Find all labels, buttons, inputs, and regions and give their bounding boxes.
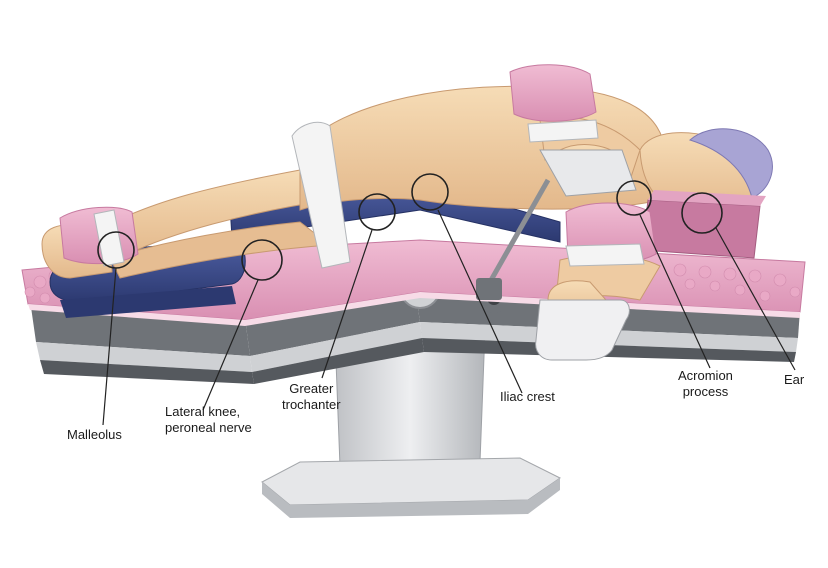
acromion-marker <box>616 180 652 216</box>
ear-pointer <box>715 227 796 371</box>
lateral-knee-pointer <box>202 279 259 411</box>
label-malleolus: Malleolus <box>67 427 122 442</box>
pointer-lines <box>102 209 796 426</box>
acromion-pointer <box>639 214 711 369</box>
lateral-knee-marker <box>241 239 283 281</box>
pink-pads <box>59 64 657 265</box>
iliac-crest-pointer <box>437 209 523 394</box>
label-greater-trochanter: Greater trochanter <box>282 381 341 412</box>
label-ear: Ear <box>784 372 805 387</box>
label-iliac-crest: Iliac crest <box>500 389 555 404</box>
arm-supports <box>476 149 637 361</box>
pressure-points <box>97 173 723 281</box>
straps <box>93 119 645 269</box>
greater-trochanter-marker <box>358 193 396 231</box>
iliac-crest-marker <box>411 173 449 211</box>
head-pad <box>641 190 766 259</box>
greater-trochanter-pointer <box>321 229 373 379</box>
label-lateral-knee: Lateral knee, peroneal nerve <box>165 404 252 435</box>
ear-marker <box>681 192 723 234</box>
table-pedestal <box>261 329 561 518</box>
label-acromion-process: Acromion process <box>678 368 733 399</box>
malleolus-pointer <box>102 267 117 426</box>
